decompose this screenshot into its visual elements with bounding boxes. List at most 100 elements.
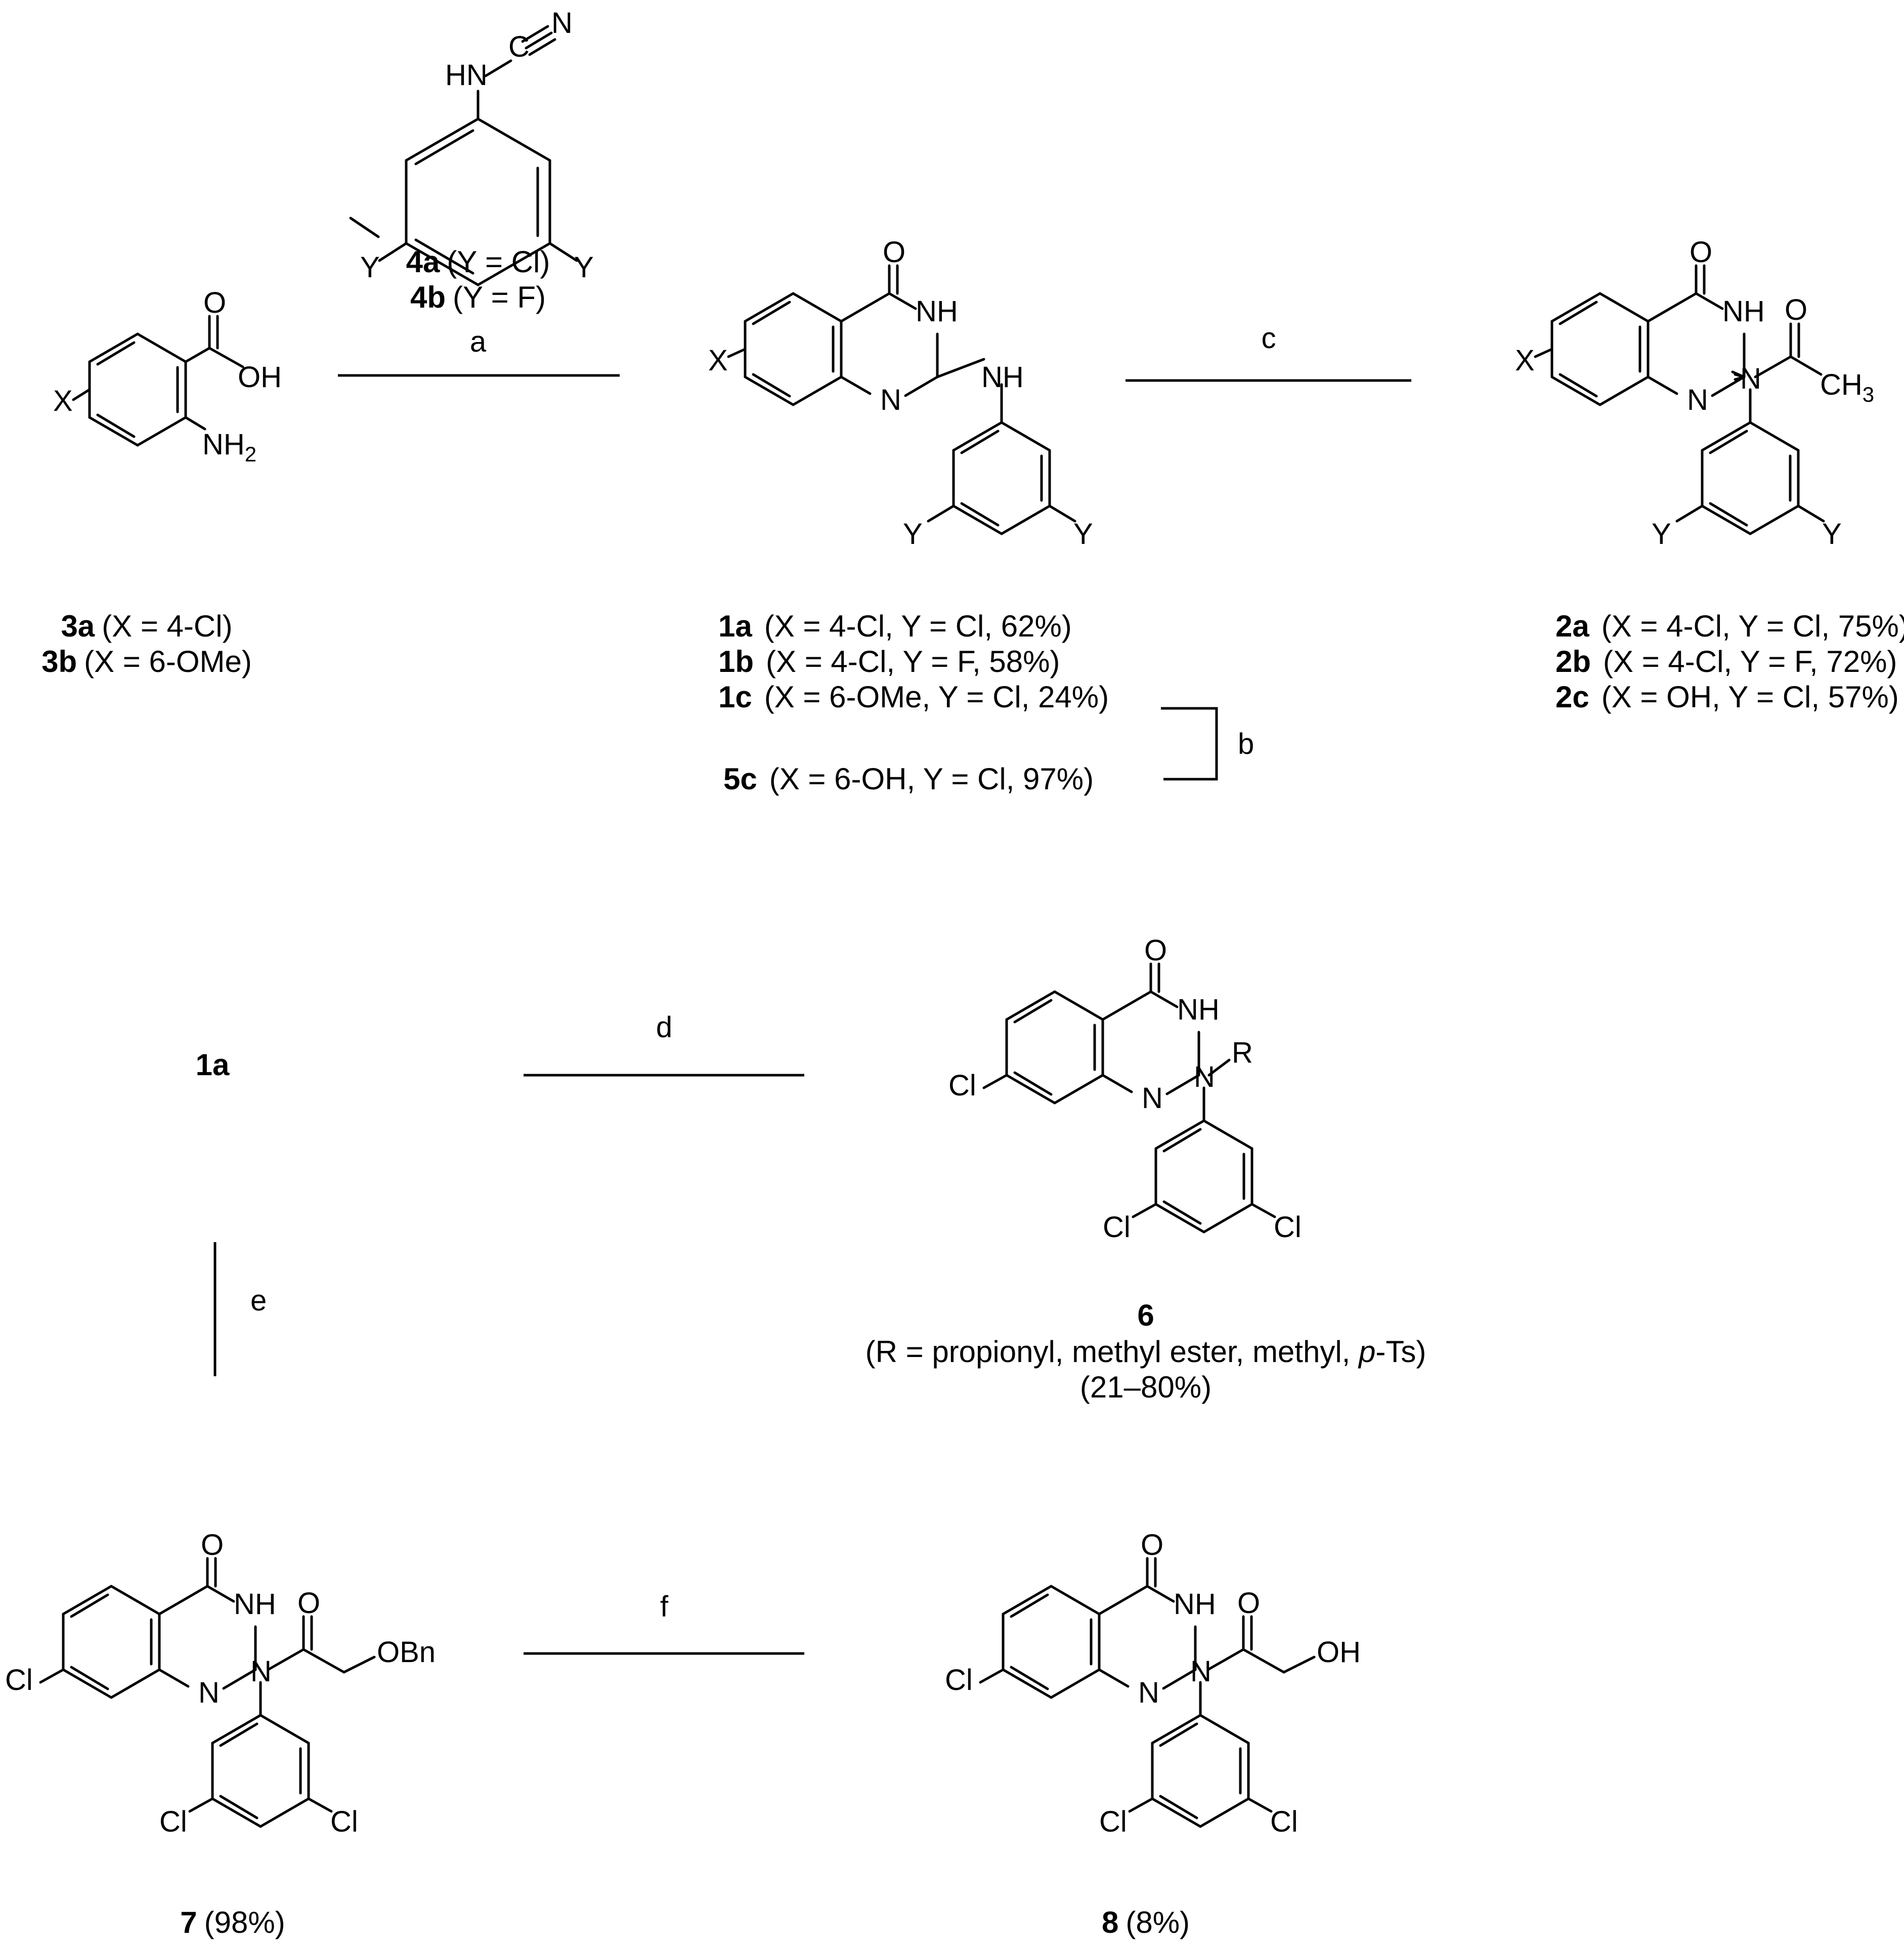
- structure-anthranilic-acid-3: O OH NH2 X: [53, 286, 282, 466]
- atom-n: N: [198, 1676, 220, 1709]
- condition-label-a: a: [470, 325, 487, 358]
- condition-label-c: c: [1262, 322, 1276, 355]
- compound-line-7: 7(98%): [180, 1905, 285, 1939]
- compound-id-8: 8: [1102, 1905, 1118, 1939]
- atom-cl: Cl: [1103, 1211, 1131, 1244]
- atom-c: C: [508, 30, 530, 63]
- compound-id-3b: 3b: [41, 645, 77, 678]
- compound-desc-2c: (X = OH, Y = Cl, 57%): [1602, 680, 1899, 714]
- atom-n: N: [1687, 384, 1708, 416]
- compound-line-8: 8(8%): [1102, 1905, 1190, 1939]
- atom-oh: OH: [238, 361, 282, 394]
- atom-obn: OBn: [377, 1636, 436, 1669]
- compound-line-1c: 1c (X = 6-OMe, Y = Cl, 24%): [718, 680, 1109, 714]
- atom-nh: NH: [981, 361, 1024, 394]
- compound-id-5c: 5c: [723, 762, 757, 796]
- atom-y: Y: [1822, 518, 1842, 550]
- condition-label-b: b: [1238, 728, 1254, 760]
- atom-o: O: [1144, 934, 1167, 967]
- atom-nh: NH: [1722, 295, 1765, 328]
- compound-desc-3b: (X = 6-OMe): [84, 645, 252, 678]
- compound-id-4a: 4a: [406, 245, 440, 279]
- atom-n: N: [551, 7, 573, 39]
- structure-cyanamide-4: HN C N Y Y: [349, 7, 594, 286]
- reaction-arrow-b: [1161, 707, 1218, 781]
- atom-cl: Cl: [948, 1069, 976, 1102]
- compound-id-2a: 2a: [1555, 609, 1589, 643]
- compound-desc-4a: (Y = Cl): [447, 245, 550, 279]
- atom-y: Y: [1652, 518, 1671, 550]
- atom-o: O: [203, 286, 226, 319]
- condition-label-f: f: [660, 1590, 669, 1623]
- compound-line-3a: 3a(X = 4-Cl): [61, 609, 232, 643]
- structure-quinazolinone-1: O NH N NH X Y Y: [708, 236, 1093, 550]
- compound-id-1a-start: 1a: [196, 1048, 230, 1082]
- compound-id-7: 7: [180, 1905, 197, 1939]
- atom-y: Y: [903, 518, 923, 550]
- compound-line-2a: 2a (X = 4-Cl, Y = Cl, 75%): [1555, 609, 1904, 643]
- compound-desc-2b: (X = 4-Cl, Y = F, 72%): [1603, 645, 1897, 678]
- compound-line-4a: 4a(Y = Cl): [406, 245, 550, 279]
- atom-cl: Cl: [1270, 1805, 1298, 1838]
- compound-id-6: 6: [1137, 1298, 1154, 1332]
- atom-nh2: NH2: [202, 428, 256, 466]
- compound-line-5c: 5c(X = 6-OH, Y = Cl, 97%): [723, 762, 1094, 796]
- atom-x: X: [708, 344, 728, 377]
- atom-n: N: [880, 384, 901, 416]
- atom-x: X: [1515, 344, 1535, 377]
- atom-o: O: [201, 1529, 224, 1561]
- compound-id-4b: 4b: [410, 280, 446, 314]
- compound-line-2c: 2c (X = OH, Y = Cl, 57%): [1555, 680, 1899, 714]
- compound-id-2c: 2c: [1555, 680, 1589, 714]
- condition-label-e: e: [250, 1284, 267, 1317]
- compound-yield-8: (8%): [1126, 1905, 1190, 1939]
- condition-label-d: d: [656, 1011, 672, 1044]
- compound-line-1b: 1b(X = 4-Cl, Y = F, 58%): [718, 645, 1060, 678]
- compound-line-4b: 4b(Y = F): [410, 280, 546, 314]
- atom-nh: NH: [916, 295, 958, 328]
- benzene-ring: [405, 117, 551, 286]
- compound-line-3b: 3b(X = 6-OMe): [41, 645, 252, 678]
- compound-desc-2a: (X = 4-Cl, Y = Cl, 75%): [1602, 609, 1904, 643]
- atom-nh: NH: [1177, 993, 1220, 1026]
- atom-n: N: [1194, 1061, 1215, 1093]
- compound-desc-4b: (Y = F): [453, 280, 546, 314]
- compound-desc-1b: (X = 4-Cl, Y = F, 58%): [766, 645, 1060, 678]
- atom-n: N: [1142, 1082, 1163, 1115]
- atom-o: O: [1690, 236, 1712, 269]
- atom-cl: Cl: [945, 1664, 973, 1696]
- compound-id-2b: 2b: [1555, 645, 1591, 678]
- atom-cl: Cl: [330, 1805, 358, 1838]
- compound-yield-6: (21–80%): [1080, 1370, 1211, 1404]
- compound-desc-6: (R = propionyl, methyl ester, methyl, p-…: [866, 1335, 1426, 1369]
- atom-n: N: [1138, 1676, 1159, 1709]
- atom-oh: OH: [1317, 1636, 1361, 1669]
- atom-n: N: [1740, 362, 1761, 395]
- structure-compound-7: O NH N N O OBn Cl Cl Cl: [5, 1529, 436, 1838]
- compound-id-1a: 1a: [718, 609, 752, 643]
- compound-desc-1c: (X = 6-OMe, Y = Cl, 24%): [764, 680, 1109, 714]
- atom-o: O: [1785, 293, 1807, 326]
- atom-y: Y: [574, 251, 594, 284]
- compound-line-1a: 1a (X = 4-Cl, Y = Cl, 62%): [718, 609, 1072, 643]
- compound-line-2b: 2b (X = 4-Cl, Y = F, 72%): [1555, 645, 1897, 678]
- compound-desc-1a: (X = 4-Cl, Y = Cl, 62%): [764, 609, 1072, 643]
- atom-cl: Cl: [1099, 1805, 1127, 1838]
- atom-x: X: [53, 385, 73, 417]
- atom-y: Y: [360, 251, 380, 284]
- atom-nh: NH: [234, 1588, 276, 1621]
- atom-cl: Cl: [1274, 1211, 1302, 1244]
- structure-acetamide-2: O NH N N O CH3 X Y Y: [1515, 236, 1874, 550]
- atom-r: R: [1232, 1036, 1253, 1069]
- atom-hn: HN: [445, 59, 488, 92]
- structure-compound-8: O NH N N O OH Cl Cl Cl: [945, 1529, 1361, 1838]
- compound-id-1c: 1c: [718, 680, 752, 714]
- compound-id-3a: 3a: [61, 609, 95, 643]
- atom-o: O: [297, 1587, 320, 1620]
- structure-compound-6: O NH N N R Cl Cl Cl: [948, 934, 1302, 1244]
- atom-y: Y: [1073, 518, 1093, 550]
- atom-o: O: [883, 236, 905, 269]
- compound-desc-3a: (X = 4-Cl): [102, 609, 232, 643]
- atom-o: O: [1141, 1529, 1163, 1561]
